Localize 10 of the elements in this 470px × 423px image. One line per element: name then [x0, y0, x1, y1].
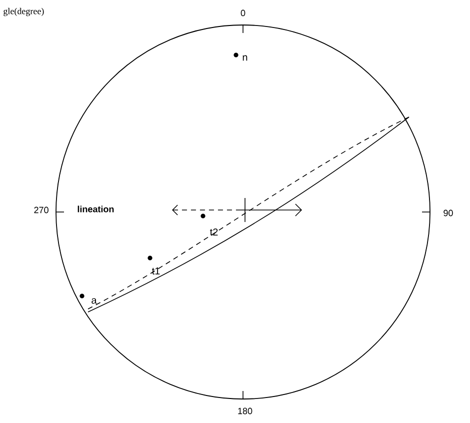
- point-label: a: [92, 298, 97, 304]
- azimuth-label: 0: [240, 10, 246, 16]
- azimuth-label: 90: [444, 210, 453, 216]
- point-label: n: [242, 55, 248, 61]
- point-label: t1: [152, 268, 160, 274]
- axis-title: gle(degree): [4, 8, 44, 16]
- azimuth-label: 270: [34, 206, 48, 214]
- lineation-label: lineation: [78, 206, 114, 212]
- point-label: t2: [210, 228, 218, 236]
- azimuth-label: 180: [238, 408, 252, 414]
